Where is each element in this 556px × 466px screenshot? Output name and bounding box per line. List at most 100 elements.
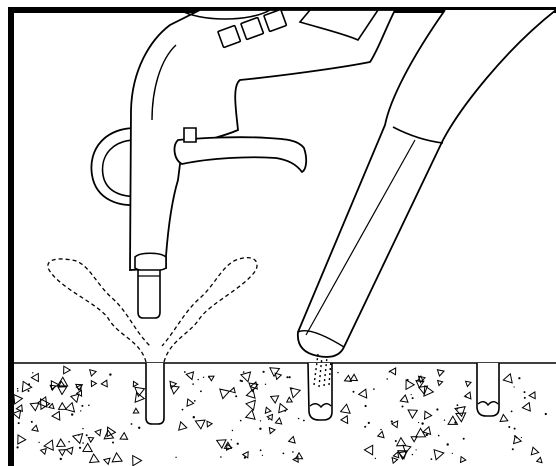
- aggregate-dot: [512, 448, 514, 450]
- aggregate-dot: [240, 420, 242, 422]
- aggregate-triangle: [271, 396, 279, 403]
- aggregate-triangle: [406, 380, 414, 389]
- aggregate-dot: [17, 388, 18, 389]
- aggregate-triangle: [195, 420, 205, 429]
- aggregate-triangle: [59, 403, 67, 410]
- aggregate-dot: [237, 443, 239, 445]
- aggregate-triangle: [465, 392, 471, 399]
- aggregate-dot: [524, 391, 526, 393]
- aggregate-dot: [452, 453, 453, 454]
- aggregate-triangle: [91, 381, 96, 387]
- aggregate-dot: [373, 388, 375, 390]
- aggregate-dot: [303, 420, 305, 422]
- aggregate-dot: [17, 446, 19, 448]
- aggregate-dot: [60, 458, 62, 460]
- aggregate-triangle: [51, 381, 58, 389]
- aggregate-triangle: [456, 413, 466, 422]
- aggregate-triangle: [341, 404, 351, 413]
- aggregate-dot: [416, 449, 417, 450]
- aggregate-triangle: [133, 408, 139, 413]
- aggregate-dot: [131, 423, 133, 425]
- aggregate-dot: [235, 395, 237, 397]
- aggregate-triangle: [135, 392, 144, 402]
- aggregate-triangle: [18, 435, 26, 444]
- aggregate-triangle: [287, 397, 293, 402]
- aggregate-triangle: [408, 410, 417, 418]
- aggregate-triangle: [246, 400, 255, 410]
- aggregate-dot: [194, 400, 196, 402]
- gun-trigger-pivot: [184, 128, 196, 142]
- aggregate-triangle: [275, 418, 281, 424]
- aggregate-dot: [38, 442, 39, 443]
- aggregate-dot: [389, 371, 390, 372]
- aggregate-dot: [412, 397, 414, 399]
- aggregate-triangle: [466, 381, 471, 386]
- aggregate-dot: [447, 443, 449, 445]
- aggregate-triangle: [350, 374, 357, 380]
- aggregate-dot: [31, 421, 33, 423]
- aggregate-dot: [268, 419, 269, 420]
- aggregate-dot: [508, 426, 510, 428]
- aggregate-triangle: [275, 373, 281, 379]
- aggregate-dot: [82, 442, 84, 444]
- aggregate-dot: [220, 456, 222, 458]
- aggregate-dot: [411, 394, 412, 395]
- aggregate-triangle: [77, 390, 82, 396]
- aggregate-triangle: [104, 458, 110, 464]
- aggregate-dot: [138, 427, 140, 429]
- aggregate-dot: [454, 422, 456, 424]
- aggregate-dot: [79, 447, 81, 449]
- aggregate-triangle: [522, 403, 530, 411]
- aggregate-triangle: [88, 438, 93, 443]
- aggregate-triangle: [397, 438, 406, 446]
- gun-nozzle-tip: [138, 270, 160, 318]
- aggregate-triangle: [289, 437, 296, 444]
- aggregate-triangle: [400, 395, 408, 402]
- aggregate-dot: [283, 453, 285, 455]
- aggregate-dot: [28, 390, 30, 392]
- aggregate-dot: [289, 376, 291, 378]
- aggregate-triangle: [101, 380, 107, 387]
- aggregate-triangle: [364, 445, 372, 455]
- aggregate-dot: [81, 405, 83, 407]
- aggregate-triangle: [64, 366, 71, 374]
- aggregate-triangle: [461, 457, 466, 463]
- aggregate-dot: [112, 442, 114, 444]
- aggregate-dot: [375, 458, 376, 459]
- aggregate-dot: [231, 439, 232, 440]
- aggregate-dot: [292, 451, 294, 453]
- aggregate-triangle: [13, 410, 21, 418]
- aggregate-dot: [337, 372, 338, 373]
- aggregate-dot: [436, 408, 438, 410]
- aggregate-triangle: [267, 414, 272, 420]
- aggregate-triangle: [41, 449, 47, 455]
- aggregate-dot: [203, 377, 204, 378]
- aggregate-dot: [463, 438, 465, 440]
- aggregate-triangle: [95, 430, 101, 436]
- aggregate-dot: [391, 420, 393, 422]
- aggregate-triangle: [293, 457, 298, 463]
- aggregate-triangle: [537, 457, 542, 462]
- aggregate-triangle: [76, 385, 81, 391]
- aggregate-dot: [263, 371, 265, 373]
- aggregate-triangle: [220, 389, 230, 399]
- aggregate-dot: [193, 416, 195, 418]
- aggregate-triangle: [207, 421, 212, 427]
- aggregate-triangle: [531, 447, 538, 455]
- aggregate-triangle: [378, 431, 384, 437]
- aggregate-dot: [402, 406, 404, 408]
- aggregate-dot: [518, 377, 520, 379]
- aggregate-triangle: [359, 389, 367, 398]
- aggregate-dot: [175, 457, 176, 458]
- aggregate-dot: [192, 383, 194, 385]
- aggregate-triangle: [341, 416, 348, 424]
- aggregate-triangle: [179, 422, 187, 430]
- aggregate-triangle: [390, 368, 396, 375]
- aggregate-dot: [200, 390, 202, 392]
- aggregate-dot: [198, 379, 199, 380]
- aggregate-triangle: [65, 403, 74, 412]
- aggregate-triangle: [14, 395, 23, 404]
- aggregate-triangle: [434, 450, 444, 460]
- aggregate-triangle: [49, 404, 54, 409]
- aggregate-triangle: [58, 387, 67, 395]
